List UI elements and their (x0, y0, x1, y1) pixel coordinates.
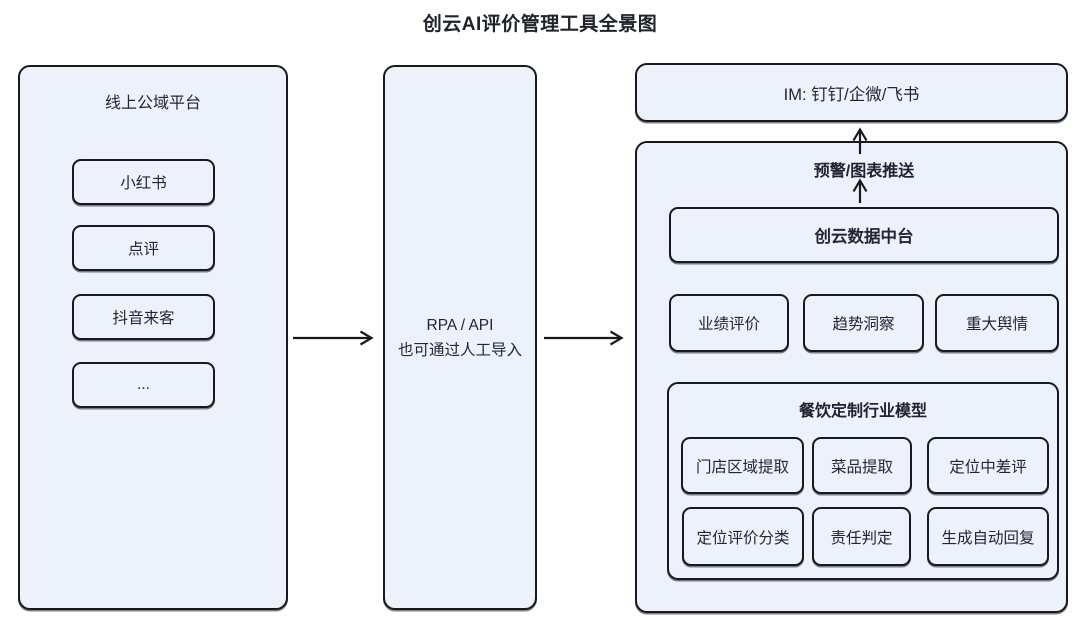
platform-item-ellipsis: ... (72, 362, 215, 408)
model-item-responsibility-judgement: 责任判定 (812, 507, 911, 566)
capability-major-sentiment: 重大舆情 (935, 294, 1059, 352)
online-platforms-panel: 线上公域平台 小红书 点评 抖音来客 ... (18, 65, 288, 610)
model-item-locate-bad-reviews: 定位中差评 (927, 437, 1049, 494)
model-item-review-classification: 定位评价分类 (682, 507, 804, 566)
platform-item-douyin-laike: 抖音来客 (72, 294, 215, 340)
model-item-store-region-extract: 门店区域提取 (681, 437, 804, 494)
platform-item-dianping: 点评 (72, 225, 215, 271)
rpa-api-panel: RPA / API 也可通过人工导入 (383, 65, 537, 610)
rpa-api-label: RPA / API (426, 316, 494, 334)
capability-performance-review: 业绩评价 (669, 294, 789, 352)
manual-import-label: 也可通过人工导入 (397, 341, 522, 359)
page-title: 创云AI评价管理工具全景图 (422, 14, 658, 35)
capability-trend-insight: 趋势洞察 (803, 294, 924, 352)
industry-model-panel: 餐饮定制行业模型 门店区域提取 菜品提取 定位中差评 定位评价分类 责任判定 生… (667, 382, 1059, 580)
im-channels-box: IM: 钉钉/企微/飞书 (635, 63, 1068, 122)
im-channels-label: IM: 钉钉/企微/飞书 (783, 85, 920, 104)
alert-push-label: 预警/图表推送 (813, 163, 915, 180)
platform-item-xiaohongshu: 小红书 (72, 159, 215, 205)
industry-model-title: 餐饮定制行业模型 (798, 403, 927, 420)
online-platforms-title: 线上公域平台 (104, 95, 201, 112)
arrow-platforms-to-rpa-icon (293, 330, 374, 346)
data-platform-panel: 预警/图表推送 创云数据中台 业绩评价 趋势洞察 重大舆情 餐饮定制行业模型 门… (635, 141, 1068, 613)
arrow-rpa-to-data-platform-icon (544, 330, 624, 346)
data-middle-platform-box: 创云数据中台 (669, 207, 1059, 263)
model-item-auto-reply-generation: 生成自动回复 (927, 507, 1049, 566)
model-item-dish-extract: 菜品提取 (812, 437, 912, 494)
